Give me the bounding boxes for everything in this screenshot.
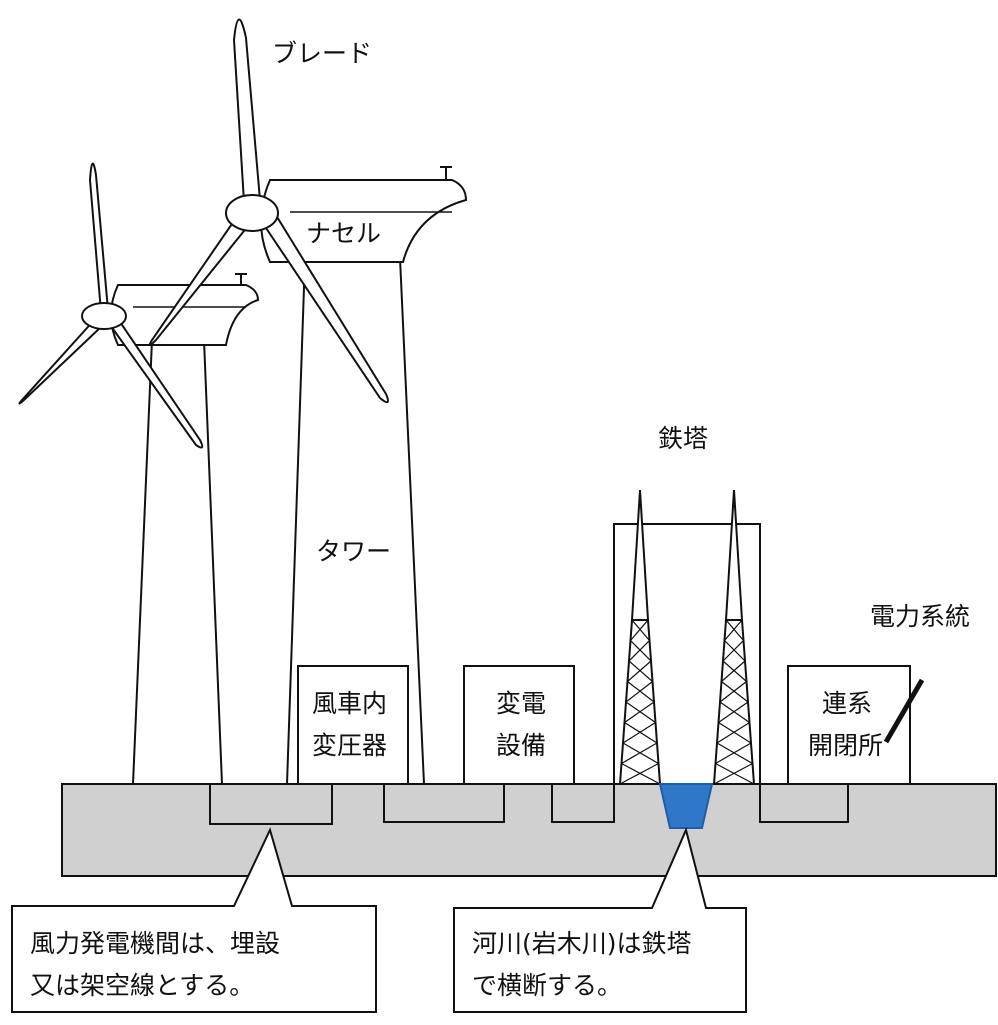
pylon-2-brace (725, 619, 744, 641)
tower-label: タワー (316, 537, 391, 566)
switching-station-label-line1: 連系 (822, 689, 872, 718)
small-turbine-blade-left (18, 316, 104, 405)
large-turbine-hub (225, 194, 279, 232)
large-turbine-blade-left (148, 216, 250, 346)
pylon-1-brace (624, 701, 655, 723)
pylon-2-brace (713, 762, 753, 785)
substation-label-line1: 変電 (496, 689, 546, 718)
small-turbine-blade-up (88, 162, 110, 314)
blade-label: ブレード (272, 39, 372, 68)
small-wind-turbine (18, 162, 260, 785)
cable-note-line1: 風力発電機間は、埋設 (30, 929, 280, 958)
pylon-1-brace (628, 660, 653, 682)
pylon-1-brace (622, 742, 659, 765)
pylon-2-brace (716, 742, 753, 765)
pylon-2-brace (721, 660, 746, 682)
pylon-2-brace (716, 721, 750, 744)
pylon-1-brace (630, 640, 652, 662)
turbine-transformer-label-line1: 風車内 (312, 689, 387, 718)
turbine-transformer-box (297, 665, 409, 785)
small-turbine-hub (81, 302, 127, 330)
nacelle-label: ナセル (306, 219, 381, 248)
pylon-1-brace (619, 762, 659, 785)
river-note-line2: で横断する。 (472, 971, 622, 1000)
switching-station-label-line2: 開閉所 (808, 731, 883, 760)
cable-trench-1 (209, 784, 333, 825)
pylon-1-brace (621, 762, 661, 785)
pylon-1-brace (624, 721, 658, 744)
pylon-1-brace (622, 721, 656, 744)
pylon-2-brace (719, 701, 750, 723)
pylon-2-brace (715, 762, 755, 785)
river-note-callout (453, 826, 747, 1013)
cable-note-callout (11, 827, 377, 1013)
river-note-line1: 河川(岩木川)は鉄塔 (472, 929, 692, 958)
large-turbine-blade-right (260, 210, 389, 404)
steel-tower-label: 鉄塔 (658, 424, 708, 453)
pylon-2-brace (715, 742, 752, 765)
small-turbine-blade-right (106, 314, 204, 449)
pylon-1-brace (628, 640, 650, 662)
ground-strip (61, 783, 997, 877)
substation-box (463, 665, 575, 785)
power-grid-line (883, 678, 925, 744)
pylon-1-brace (625, 701, 656, 723)
river (658, 783, 714, 829)
cable-note-line2: 又は架空線とする。 (30, 971, 254, 1000)
switching-station-box (787, 665, 911, 785)
power-grid-label: 電力系統 (870, 602, 970, 631)
cable-trench-4 (759, 784, 849, 823)
pylon-2-brace (718, 721, 752, 744)
pylon-2-brace (722, 640, 744, 662)
pylon-1-brace (627, 660, 652, 682)
large-turbine-blade-up (232, 18, 262, 204)
pylon-1-brace (630, 619, 649, 641)
turbine-transformer-label-line2: 変圧器 (312, 731, 387, 760)
pylon-1-brace (627, 681, 655, 703)
substation-label-line2: 設備 (496, 731, 546, 760)
pylon-1-brace (621, 742, 658, 765)
pylon-2-brace (718, 701, 749, 723)
pylon-2-brace (721, 681, 749, 703)
pylon-2-brace (722, 660, 747, 682)
large-wind-turbine (148, 18, 468, 785)
pylon-2-brace (724, 619, 743, 641)
cable-trench-3 (551, 784, 615, 823)
pylon-2-brace (719, 681, 747, 703)
pylon-1-brace (625, 681, 653, 703)
steel-tower-pylons (618, 489, 756, 785)
pylon-2-brace (724, 640, 746, 662)
cable-trench-2 (383, 784, 505, 823)
pylon-1-brace (631, 619, 650, 641)
